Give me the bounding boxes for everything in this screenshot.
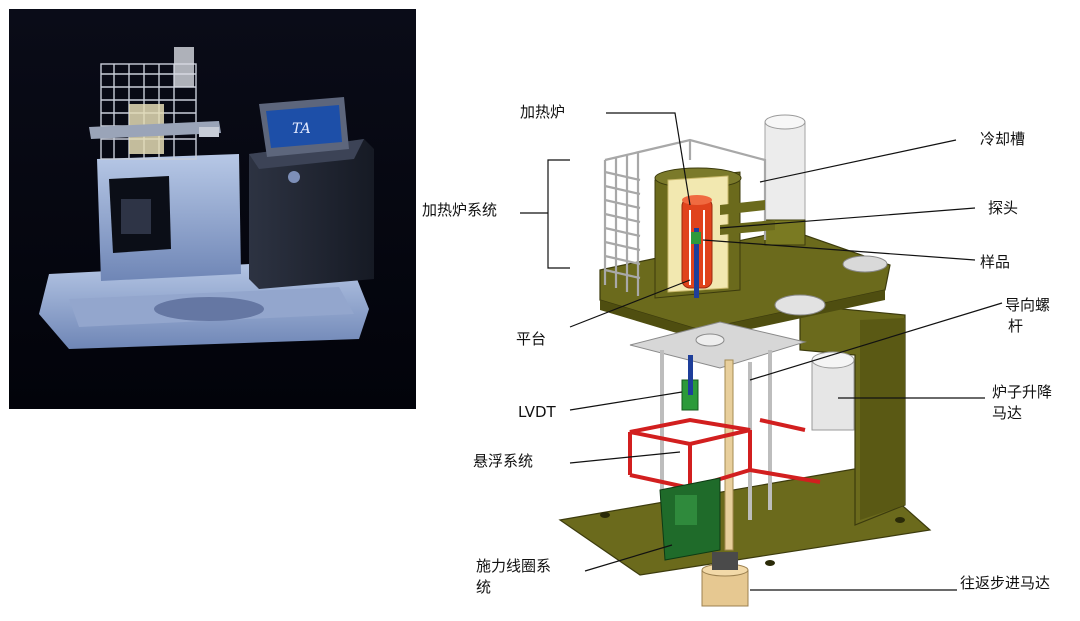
lead-screw	[724, 359, 734, 551]
furnace-motor-body	[811, 359, 855, 431]
label-force-coil-2: 统	[476, 578, 492, 596]
cutaway-diagram: 加热炉 加热炉系统 平台 LVDT 悬浮系统 施力线圈系 统 冷却槽 探头 样品…	[420, 0, 1080, 621]
suspension-frame	[628, 417, 821, 491]
leader-force-coil	[584, 544, 673, 572]
bracket-furnace-system	[547, 159, 570, 269]
label-force-coil-1: 施力线圈系	[476, 557, 552, 575]
label-furnace-system: 加热炉系统	[422, 201, 498, 219]
instrument-photo: TA	[9, 9, 416, 409]
leader-sample	[702, 239, 976, 261]
leader-platform	[569, 279, 691, 328]
label-lead-screw-2: 杆	[1008, 317, 1024, 335]
label-suspension: 悬浮系统	[473, 452, 534, 470]
label-platform: 平台	[516, 330, 547, 348]
label-lvdt: LVDT	[518, 403, 556, 421]
label-lead-screw-1: 导向螺	[1005, 296, 1051, 314]
base-plate	[558, 467, 932, 576]
probe-rod	[694, 228, 699, 298]
label-furnace-motor-1: 炉子升降	[992, 383, 1053, 401]
leader-cooling	[759, 139, 957, 183]
leader-probe	[719, 207, 976, 229]
label-furnace-motor-2: 马达	[992, 404, 1023, 422]
label-probe: 探头	[988, 199, 1019, 217]
leader-lvdt	[569, 391, 683, 411]
ta-logo: TA	[292, 121, 311, 137]
label-furnace: 加热炉	[520, 103, 566, 121]
leader-furnace	[606, 112, 691, 206]
leader-lead-screw	[749, 302, 1003, 381]
sample-block	[691, 232, 701, 244]
leader-suspension	[569, 451, 681, 464]
label-sample: 样品	[980, 253, 1011, 271]
label-stepper-motor: 往返步进马达	[960, 574, 1051, 592]
label-cooling-tank: 冷却槽	[980, 130, 1026, 148]
